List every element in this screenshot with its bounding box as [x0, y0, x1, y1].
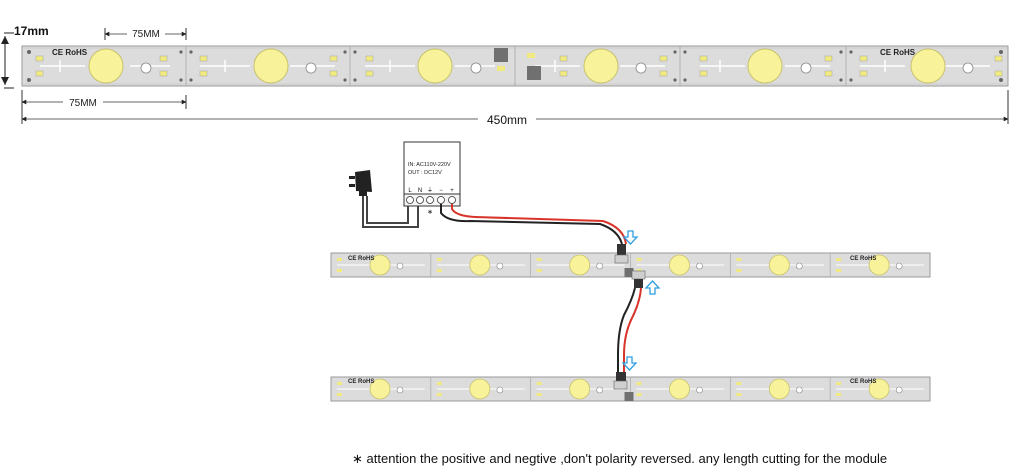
strip-link-wires	[617, 287, 642, 372]
top-segment-dimension: 75MM	[104, 26, 187, 40]
lower-strip-led	[768, 378, 790, 400]
total-length-label: 450mm	[487, 113, 527, 127]
arrow-down-icon	[621, 356, 638, 371]
upper-strip-led	[868, 254, 890, 276]
led-strip-upper	[330, 252, 931, 278]
upper-strip-led	[469, 254, 491, 276]
terminal-label-negative: −	[439, 188, 443, 194]
svg-text:∗: ∗	[427, 209, 433, 216]
lower-strip-led	[569, 378, 591, 400]
terminal-label-positive: +	[450, 188, 454, 194]
lower-strip-led	[369, 378, 391, 400]
lower-strip-led	[868, 378, 890, 400]
terminal-label-ground: ⏚	[427, 187, 433, 194]
height-dimension: 17mm	[1, 24, 49, 89]
connector-upper-out	[631, 270, 646, 288]
bottom-segment-dimension: 75MM	[21, 90, 187, 124]
main-led-strip: CE RoHS CE RoHS	[21, 45, 1009, 87]
top-segment-label: 75MM	[132, 29, 160, 40]
driver-output-wires	[440, 204, 627, 245]
total-length-dimension: 450mm	[21, 90, 1009, 127]
upper-strip-led	[569, 254, 591, 276]
arrow-down-icon	[622, 230, 639, 245]
upper-strip-marking-right: CE RoHS	[850, 256, 876, 262]
height-label: 17mm	[14, 24, 49, 38]
lower-strip-marking-right: CE RoHS	[850, 379, 876, 385]
driver-input-label: IN: AC110V-220V	[408, 162, 451, 168]
terminal-label-l: L	[408, 188, 412, 194]
polarity-note: ∗ attention the positive and negtive ,do…	[352, 451, 888, 466]
lower-strip-led	[469, 378, 491, 400]
main-strip-marking-right: CE RoHS	[880, 48, 916, 57]
bottom-segment-label: 75MM	[69, 98, 97, 109]
lower-strip-marking-left: CE RoHS	[348, 379, 374, 385]
driver-output-label: OUT : DC12V	[408, 170, 442, 176]
main-strip-marking-left: CE RoHS	[52, 48, 88, 57]
connector-lower-in	[613, 372, 628, 390]
connector-upper-in	[614, 244, 629, 264]
upper-strip-led	[768, 254, 790, 276]
power-driver: IN: AC110V-220V OUT : DC12V L N ⏚ − + ∗	[403, 141, 461, 216]
upper-strip-led	[369, 254, 391, 276]
ac-plug	[349, 170, 372, 196]
main-strip-leds	[88, 48, 946, 84]
upper-strip-led	[669, 254, 690, 276]
polarity-arrow-icons	[621, 230, 661, 371]
led-strip-lower	[330, 376, 931, 402]
upper-strip-marking-left: CE RoHS	[348, 256, 374, 262]
arrow-up-icon	[644, 280, 661, 295]
terminal-label-n: N	[418, 188, 422, 194]
lower-strip-led	[669, 378, 690, 400]
